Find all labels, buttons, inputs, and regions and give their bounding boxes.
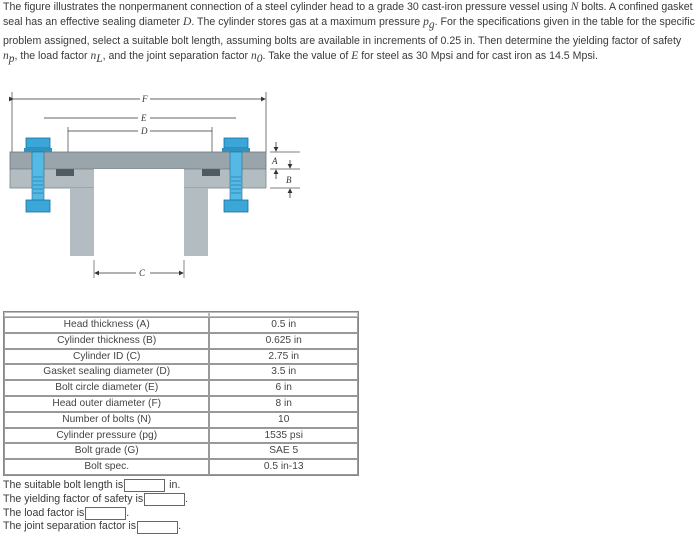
yield-factor-input[interactable] bbox=[144, 493, 186, 507]
parameter-cell: Bolt grade (G) bbox=[4, 443, 210, 460]
label-C: C bbox=[139, 268, 146, 278]
value-cell: 6 in bbox=[209, 380, 358, 396]
separation-factor-input[interactable] bbox=[137, 520, 179, 534]
load-period: . bbox=[126, 506, 130, 519]
label-B: B bbox=[286, 175, 292, 185]
table-row: Cylinder ID (C)2.75 in bbox=[4, 348, 358, 365]
parameter-cell: Gasket sealing diameter (D) bbox=[4, 364, 210, 381]
cylinder-bore bbox=[94, 169, 184, 265]
bolt-right bbox=[222, 137, 250, 213]
value-cell: 0.5 in-13 bbox=[209, 459, 358, 475]
bolted-joint-diagram: F E D bbox=[9, 92, 300, 278]
yield-period: . bbox=[185, 492, 189, 505]
value-cell: SAE 5 bbox=[209, 443, 358, 460]
parameter-cell: Number of bolts (N) bbox=[4, 411, 210, 428]
bolt-length-input[interactable] bbox=[124, 479, 166, 493]
separation-period: . bbox=[178, 520, 182, 533]
table-row: Head thickness (A)0.5 in bbox=[4, 317, 358, 333]
separation-factor-row: The joint separation factor is . bbox=[3, 520, 188, 534]
parameter-cell: Bolt circle diameter (E) bbox=[4, 380, 210, 396]
table-row: Head outer diameter (F)8 in bbox=[4, 395, 358, 412]
load-factor-input[interactable] bbox=[85, 506, 127, 520]
cylinder-wall-left bbox=[70, 188, 94, 256]
parameter-cell: Cylinder thickness (B) bbox=[4, 332, 210, 349]
label-E: E bbox=[140, 113, 147, 123]
table-row: Bolt circle diameter (E)6 in bbox=[4, 380, 358, 396]
value-cell: 3.5 in bbox=[209, 364, 358, 381]
cylinder-head bbox=[9, 151, 267, 170]
yield-factor-row: The yielding factor of safety is . bbox=[3, 493, 188, 507]
bolt-length-row: The suitable bolt length is in. bbox=[3, 479, 188, 493]
yield-factor-label: The yielding factor of safety is bbox=[3, 492, 144, 505]
label-D: D bbox=[140, 126, 148, 136]
value-cell: 0.5 in bbox=[209, 317, 358, 333]
table-row: Cylinder thickness (B)0.625 in bbox=[4, 332, 358, 349]
table-row: Number of bolts (N)10 bbox=[4, 411, 358, 428]
table-row: Bolt spec.0.5 in-13 bbox=[4, 459, 358, 475]
table-row: Bolt grade (G)SAE 5 bbox=[4, 443, 358, 460]
value-cell: 1535 psi bbox=[209, 427, 358, 444]
parameter-cell: Cylinder pressure (pg) bbox=[4, 427, 210, 444]
problem-statement: The figure illustrates the nonpermanent … bbox=[3, 1, 695, 65]
parameter-cell: Bolt spec. bbox=[4, 459, 210, 475]
value-cell: 2.75 in bbox=[209, 348, 358, 365]
separation-factor-label: The joint separation factor is bbox=[3, 520, 137, 533]
answer-section: The suitable bolt length is in. The yiel… bbox=[3, 479, 188, 534]
gasket-left-overlay bbox=[56, 169, 74, 176]
label-A: A bbox=[271, 156, 278, 166]
value-cell: 0.625 in bbox=[209, 332, 358, 349]
label-F: F bbox=[141, 94, 148, 104]
gasket-right-overlay bbox=[202, 169, 220, 176]
bolt-left bbox=[24, 137, 52, 213]
bolt-length-unit: in. bbox=[169, 479, 181, 491]
value-cell: 8 in bbox=[209, 395, 358, 412]
load-factor-row: The load factor is . bbox=[3, 507, 188, 521]
value-cell: 10 bbox=[209, 411, 358, 428]
cylinder-wall-right bbox=[184, 188, 208, 256]
bolted-joint-figure: F E D bbox=[0, 92, 310, 282]
parameter-cell: Head outer diameter (F) bbox=[4, 395, 210, 412]
table-row: Cylinder pressure (pg)1535 psi bbox=[4, 427, 358, 444]
bolt-length-label: The suitable bolt length is bbox=[3, 479, 124, 491]
table-row: Gasket sealing diameter (D)3.5 in bbox=[4, 364, 358, 381]
parameter-cell: Head thickness (A) bbox=[4, 317, 210, 333]
load-factor-label: The load factor is bbox=[3, 506, 85, 519]
parameter-cell: Cylinder ID (C) bbox=[4, 348, 210, 365]
